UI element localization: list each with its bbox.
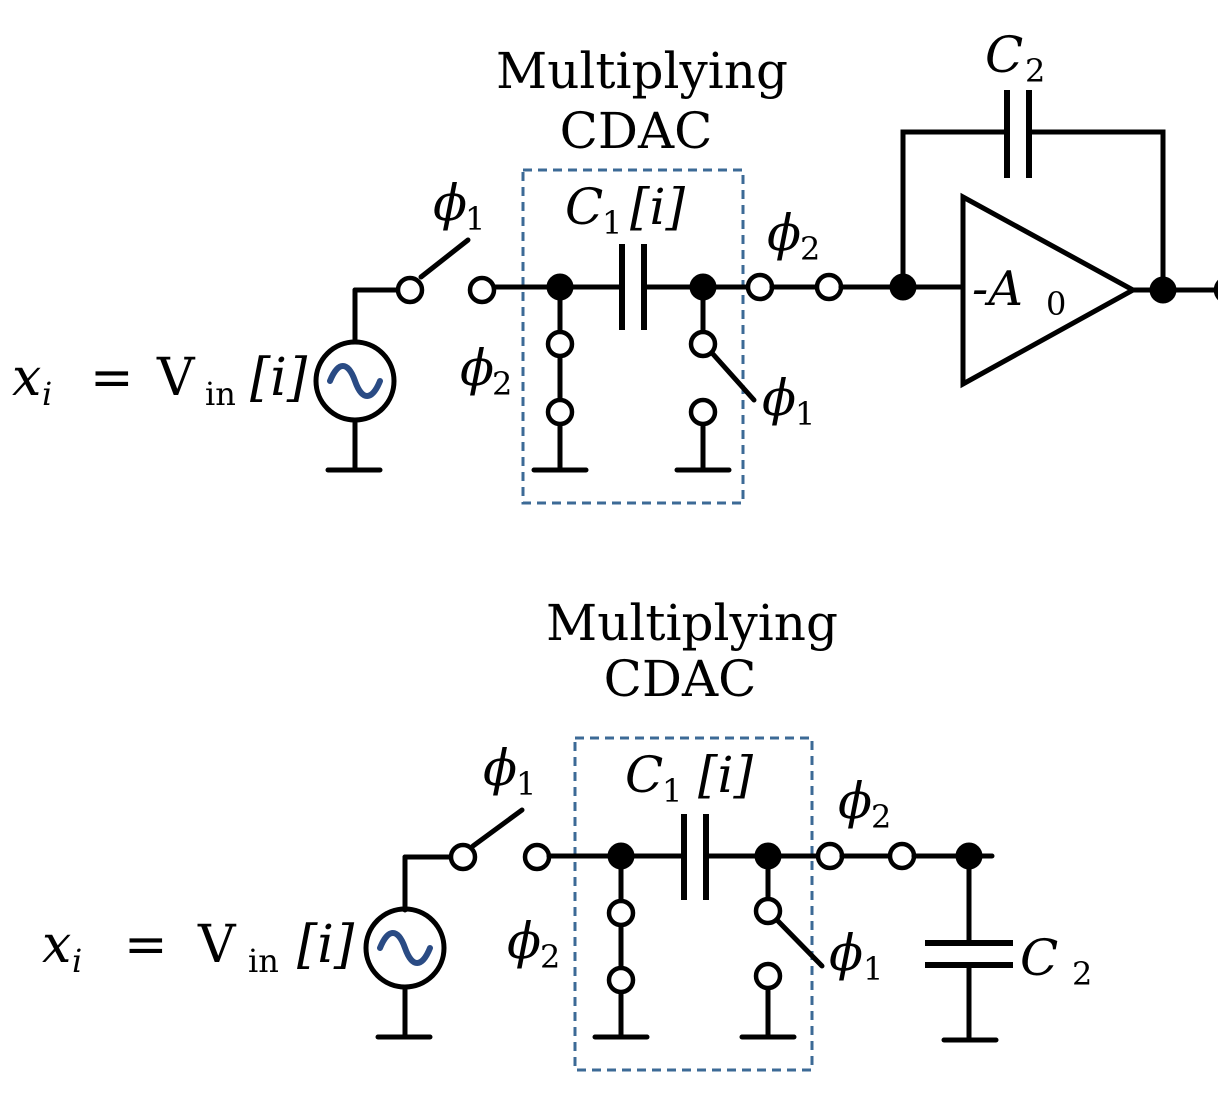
bottom-c1-index: [i]	[698, 746, 753, 804]
top-reset-node-a	[688, 329, 718, 359]
top-phi-shunt: ϕ	[460, 339, 494, 397]
bottom-c2-label: C	[1020, 929, 1058, 987]
top-phi-input-sub: 1	[465, 200, 485, 238]
top-ac-wave-icon	[327, 363, 383, 399]
bottom-source-label: x i = V in [i]	[42, 915, 355, 980]
bottom-junction-left	[607, 842, 635, 870]
top-source-label: x i = V in [i]	[12, 348, 308, 413]
bottom-phi-input: ϕ	[483, 739, 517, 797]
bottom-phi-series-sub: 2	[871, 798, 891, 836]
top-amplifier-triangle	[960, 192, 1139, 389]
bottom-phi-reset-sub: 1	[863, 950, 883, 988]
top-circuit: Multiplying CDAC x i = V in [i] ϕ	[12, 26, 1218, 505]
top-phi-series: ϕ	[767, 204, 801, 262]
top-reset-switch: ϕ 1	[674, 284, 815, 473]
top-c1-sub: 1	[602, 204, 622, 242]
top-source-rhs-sub: in	[205, 375, 236, 413]
top-cdac-capacitor: C 1 [i]	[565, 178, 685, 330]
top-phi-series-sub: 2	[800, 230, 820, 268]
top-junction-right	[689, 273, 717, 301]
top-input-switch: ϕ 1	[395, 174, 497, 305]
bottom-series-node-a	[815, 841, 845, 871]
top-cdac-title-line1: Multiplying	[496, 42, 788, 100]
bottom-source-lhs: x	[42, 915, 71, 975]
bottom-input-switch-node-b	[522, 842, 552, 872]
top-input-switch-node-a	[395, 275, 425, 305]
top-amp-gain-sub: 0	[1046, 285, 1066, 323]
top-c2-sub: 2	[1025, 52, 1045, 90]
top-voltage-source	[313, 287, 403, 473]
bottom-source-equals: =	[124, 915, 168, 975]
bottom-phi-reset: ϕ	[829, 924, 863, 982]
bottom-shunt-node-b	[606, 965, 636, 995]
top-junction-output	[1149, 276, 1177, 304]
top-feedback-capacitor: C 2	[900, 26, 1166, 293]
bottom-phi-series: ϕ	[838, 772, 872, 830]
top-source-lhs-sub: i	[42, 375, 52, 413]
top-phi-shunt-sub: 2	[492, 365, 512, 403]
top-amplifier: -A 0	[960, 192, 1139, 389]
top-input-switch-blade	[418, 237, 471, 280]
top-feedback-wire-left	[900, 129, 1009, 290]
top-input-switch-node-b	[467, 275, 497, 305]
top-c1-index: [i]	[630, 178, 685, 236]
bottom-cdac-title-line1: Multiplying	[546, 594, 838, 652]
top-shunt-node-b	[545, 397, 575, 427]
bottom-phi-shunt-sub: 2	[540, 938, 560, 976]
top-shunt-node-a	[545, 329, 575, 359]
bottom-cdac-title-line2: CDAC	[604, 650, 757, 708]
bottom-input-switch: ϕ 1	[448, 739, 552, 872]
top-source-rhs: V	[156, 348, 196, 408]
top-source-lhs: x	[12, 348, 41, 408]
bottom-source-rhs-index: [i]	[297, 915, 355, 975]
bottom-source-lhs-sub: i	[72, 942, 82, 980]
top-amp-gain: -A	[972, 261, 1023, 317]
bottom-input-switch-node-a	[448, 842, 478, 872]
top-reset-node-b	[688, 397, 718, 427]
top-source-equals: =	[90, 348, 134, 408]
bottom-circuit: Multiplying CDAC x i = V in [i] ϕ	[42, 594, 1092, 1072]
top-c1-label: C	[565, 178, 603, 236]
top-reset-blade	[709, 350, 757, 403]
top-phi-reset-sub: 1	[795, 395, 815, 433]
top-junction-left	[546, 273, 574, 301]
bottom-shunt-switch: ϕ 2	[507, 853, 650, 1040]
bottom-source-rhs: V	[197, 915, 237, 975]
bottom-reset-node-a	[753, 896, 783, 926]
bottom-ac-wave-icon	[377, 930, 433, 966]
top-feedback-wire-right	[1027, 129, 1166, 293]
bottom-input-switch-blade	[470, 807, 525, 849]
bottom-junction-right	[754, 842, 782, 870]
bottom-cdac-capacitor: C 1 [i]	[625, 746, 753, 900]
top-phi-input: ϕ	[433, 174, 467, 232]
bottom-voltage-source	[363, 854, 455, 1040]
bottom-c1-sub: 1	[662, 772, 682, 810]
bottom-series-node-b	[887, 841, 917, 871]
bottom-phi-shunt: ϕ	[507, 912, 541, 970]
top-phi-reset: ϕ	[762, 369, 796, 427]
bottom-series-switch: ϕ 2	[815, 772, 917, 871]
bottom-c1-label: C	[625, 746, 663, 804]
bottom-source-rhs-sub: in	[248, 942, 279, 980]
top-series-node-b	[814, 272, 844, 302]
top-source-rhs-index: [i]	[250, 348, 308, 408]
bottom-reset-node-b	[753, 961, 783, 991]
top-series-node-a	[745, 272, 775, 302]
bottom-load-capacitor: C 2	[925, 853, 1092, 1043]
bottom-reset-switch: ϕ 1	[739, 853, 883, 1040]
bottom-reset-blade	[774, 917, 825, 969]
bottom-phi-input-sub: 1	[516, 765, 536, 803]
top-c2-label: C	[985, 26, 1023, 84]
bottom-c2-sub: 2	[1072, 955, 1092, 993]
top-series-switch: ϕ 2	[745, 204, 844, 302]
top-cdac-title-line2: CDAC	[560, 102, 713, 160]
top-cdac-box	[521, 168, 745, 505]
bottom-shunt-node-a	[606, 898, 636, 928]
